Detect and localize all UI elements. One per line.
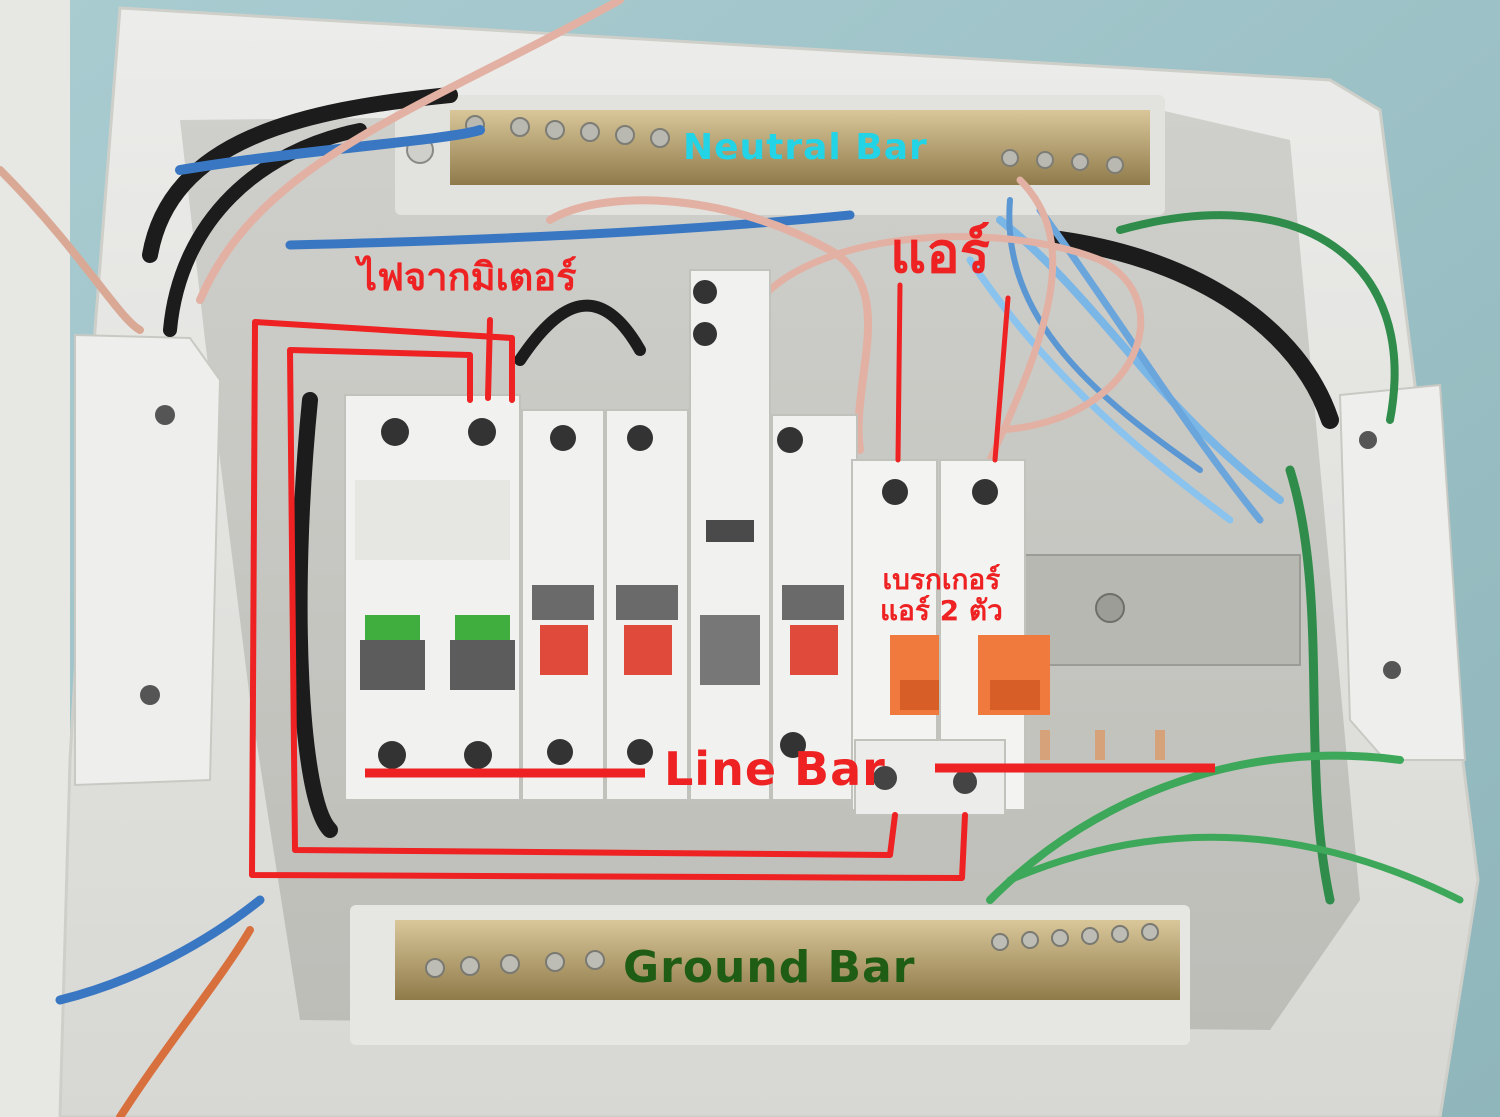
din-rail-screw bbox=[1095, 593, 1125, 623]
screw-hole bbox=[1359, 431, 1377, 449]
branch-breakers bbox=[521, 269, 858, 801]
screw-hole bbox=[140, 685, 160, 705]
air-breaker-annotation bbox=[895, 282, 1011, 463]
neutral-bar-strip bbox=[450, 110, 1150, 185]
line-bar-annotation bbox=[365, 763, 1215, 778]
air-conditioner-label: แอร์ bbox=[890, 221, 990, 286]
air-breakers-label-line1: เบรกเกอร์ bbox=[882, 563, 1001, 596]
line-bar-label: Line Bar bbox=[664, 742, 886, 796]
ground-bar-strip bbox=[395, 920, 1180, 1000]
air-breakers-label-line2: แอร์ 2 ตัว bbox=[880, 594, 1003, 628]
right-mounting-tab bbox=[1338, 383, 1467, 761]
neutral-bar-screws bbox=[465, 115, 1124, 174]
ground-bar-label: Ground Bar bbox=[623, 942, 916, 993]
meter-feed-annotation bbox=[249, 317, 968, 881]
neutral-bar-label: Neutral Bar bbox=[683, 127, 928, 168]
main-breaker bbox=[344, 394, 521, 801]
ground-bar-screws bbox=[425, 923, 1159, 978]
from-meter-label: ไฟจากมิเตอร์ bbox=[358, 255, 577, 299]
left-mounting-tab bbox=[74, 333, 222, 787]
air-breakers-label: เบรกเกอร์ แอร์ 2 ตัว bbox=[880, 564, 1003, 627]
left-wall-panel bbox=[0, 0, 70, 1117]
screw-hole bbox=[155, 405, 175, 425]
wires bbox=[0, 0, 1464, 1117]
line-bar-pins bbox=[1040, 730, 1165, 760]
screw-hole bbox=[1383, 661, 1401, 679]
air-conditioner-breakers bbox=[851, 459, 1050, 816]
